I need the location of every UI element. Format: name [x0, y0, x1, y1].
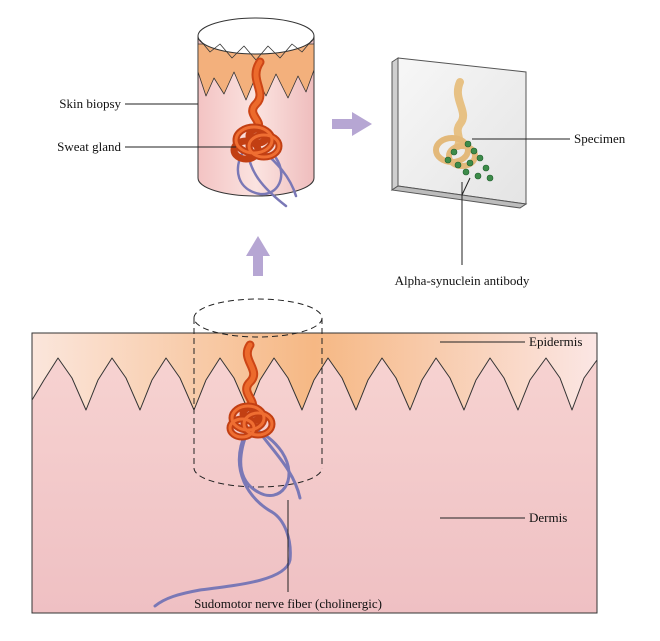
biopsy-cylinder	[197, 17, 315, 208]
biopsy-outline-top	[193, 298, 323, 338]
antibody-dots	[444, 140, 494, 182]
label-nerve-fiber: Sudomotor nerve fiber (cholinergic)	[194, 596, 382, 611]
specimen-slide	[390, 57, 528, 209]
up-arrow	[246, 236, 270, 276]
label-epidermis: Epidermis	[529, 334, 582, 349]
sweat-gland-lower	[226, 340, 276, 441]
label-specimen: Specimen	[574, 131, 626, 146]
epidermis-layer	[31, 332, 598, 411]
right-arrow	[332, 112, 372, 136]
leader-lines	[125, 103, 570, 592]
label-alpha-synuclein: Alpha-synuclein antibody	[395, 273, 530, 288]
cylinder-top	[197, 17, 315, 55]
label-sweat-gland: Sweat gland	[57, 139, 121, 154]
biopsy-outline-bottom	[193, 467, 323, 488]
skin-section	[31, 298, 598, 614]
label-dermis: Dermis	[529, 510, 567, 525]
label-skin-biopsy: Skin biopsy	[59, 96, 121, 111]
